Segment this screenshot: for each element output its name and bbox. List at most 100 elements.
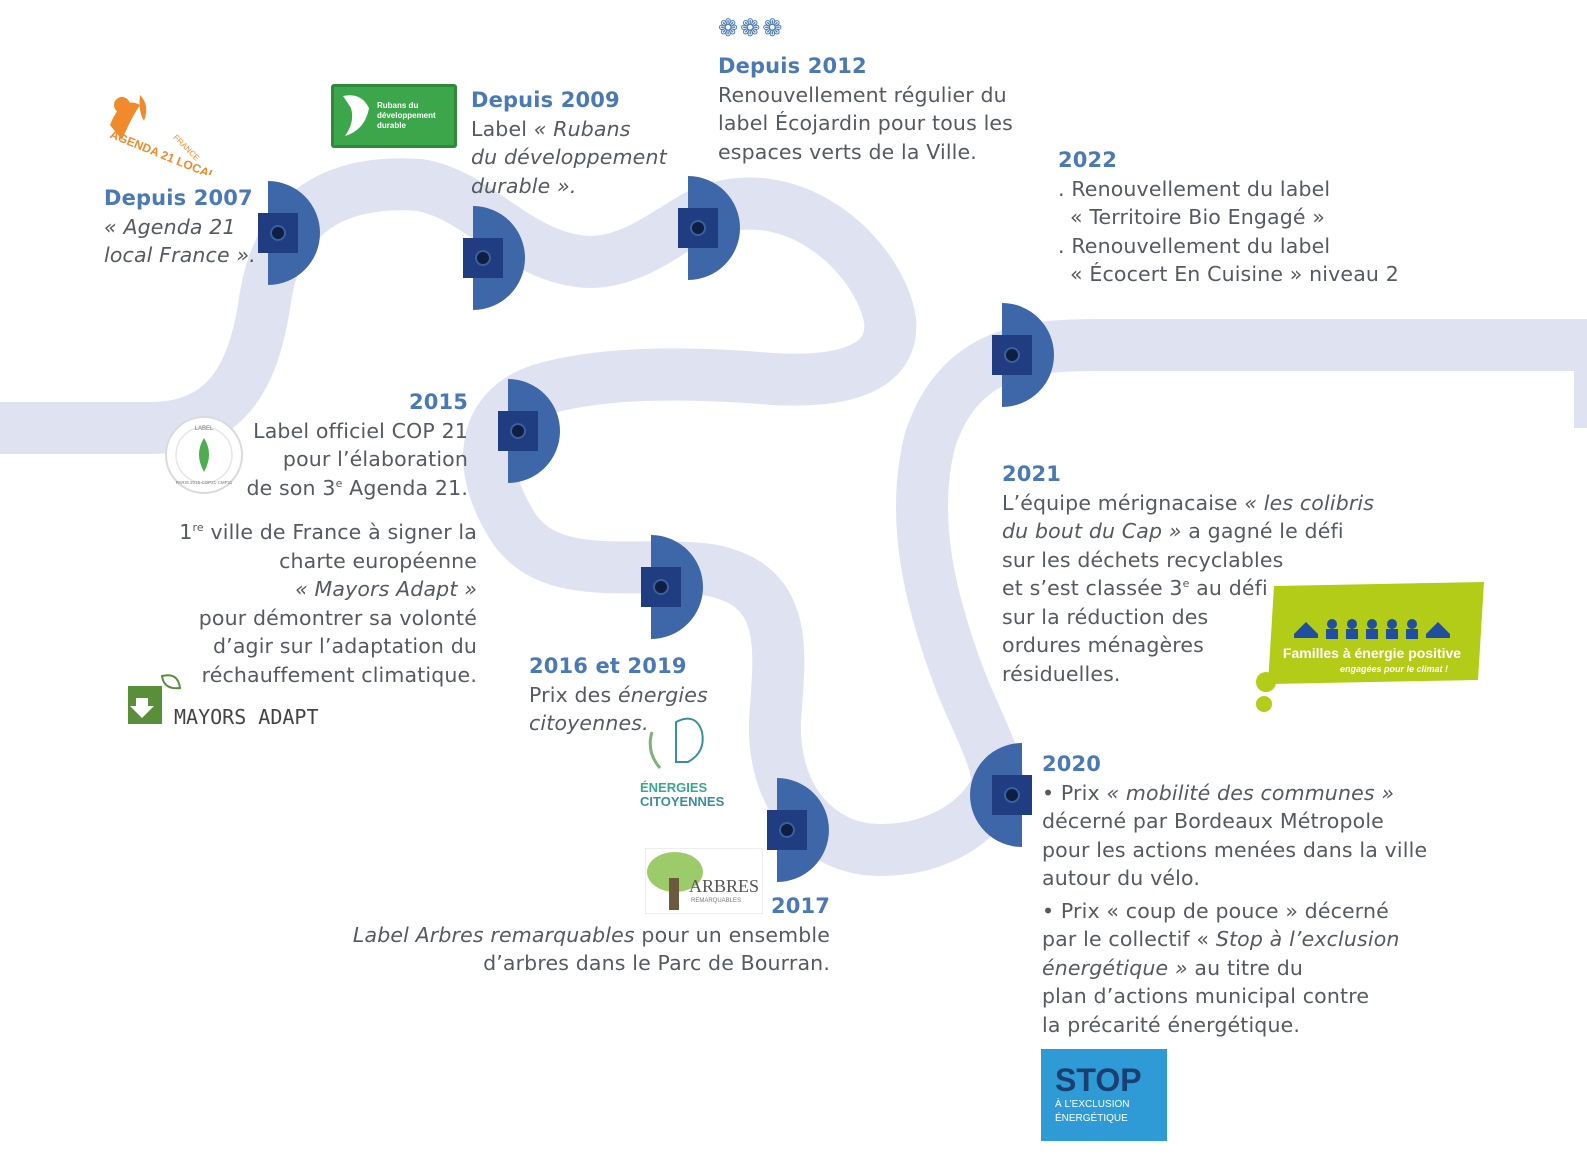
milestone-year: 2020 <box>1042 752 1102 776</box>
milestone-line: label Écojardin pour tous les <box>718 111 1014 135</box>
milestone-line: « Mayors Adapt » <box>130 575 477 604</box>
marker-dot <box>510 423 526 439</box>
milestone-line: Label officiel COP 21 <box>253 418 468 443</box>
svg-text:REMARQUABLES: REMARQUABLES <box>691 898 741 904</box>
milestone-line: pour les actions menées dans la ville <box>1042 837 1428 862</box>
marker-dot <box>779 822 795 838</box>
milestone-year: Depuis 2007 <box>104 186 253 210</box>
svg-text:CITOYENNES: CITOYENNES <box>640 794 725 808</box>
text: L’équipe mérignacaise <box>1002 490 1245 515</box>
milestone-line: énergétique » au titre du <box>1042 954 1427 983</box>
text: par le collectif « <box>1042 927 1216 951</box>
milestone-line: citoyennes. <box>529 709 708 738</box>
milestone-line: . Renouvellement du label <box>1058 233 1331 258</box>
superscript: e <box>335 476 343 490</box>
milestone-line: du développement <box>471 143 667 172</box>
milestone-2017: 2017 Label Arbres remarquables pour un e… <box>330 892 830 978</box>
milestone-year: 2016 et 2019 <box>529 654 687 678</box>
milestone-line: par le collectif « Stop à l’exclusion <box>1042 925 1427 954</box>
milestone-2015: 2015 Label officiel COP 21 pour l’élabor… <box>220 388 468 502</box>
milestone-2009: Depuis 2009 Label « Rubans du développem… <box>471 86 667 200</box>
milestone-year: 2021 <box>1002 462 1062 486</box>
svg-text:engagées pour le climat !: engagées pour le climat ! <box>1340 664 1448 674</box>
svg-text:PARIS 2015 COP21·CMP11: PARIS 2015 COP21·CMP11 <box>176 480 233 485</box>
italic-text: durable ». <box>471 173 577 198</box>
marker-dot <box>1004 787 1020 803</box>
italic-text: « Mayors Adapt » <box>295 577 477 601</box>
svg-text:Familles à énergie positive: Familles à énergie positive <box>1283 645 1461 661</box>
milestone-2022: 2022 . Renouvellement du label « Territo… <box>1058 146 1399 289</box>
svg-text:développement: développement <box>377 111 436 120</box>
milestone-line: « Agenda 21 <box>104 213 256 242</box>
italic-text: du développement <box>471 145 667 169</box>
milestone-line: de son 3e Agenda 21. <box>220 474 468 503</box>
milestone-line: charte européenne <box>279 548 477 573</box>
milestone-line: « Écocert En Cuisine » niveau 2 <box>1070 262 1399 286</box>
text: ville de France à signer la <box>203 520 477 544</box>
milestone-line: plan d’actions municipal contre <box>1042 984 1370 1008</box>
text: a gagné le défi <box>1181 519 1344 543</box>
svg-text:À L’EXCLUSION: À L’EXCLUSION <box>1055 1097 1129 1110</box>
svg-text:ÉNERGIES: ÉNERGIES <box>640 780 708 795</box>
marker-2017 <box>767 778 829 882</box>
milestone-year: 2017 <box>770 894 830 918</box>
cop21-logo: LABEL PARIS 2015 COP21·CMP11 <box>165 416 243 494</box>
milestone-line: durable ». <box>471 172 667 201</box>
milestone-line: pour l’élaboration <box>282 447 468 471</box>
milestone-2021: 2021 L’équipe mérignacaise « les colibri… <box>1002 460 1374 688</box>
milestone-year: Depuis 2012 <box>718 54 867 78</box>
milestone-line: Renouvellement régulier du <box>718 82 1007 107</box>
milestone-line: local France ». <box>104 241 256 270</box>
milestone-line: sur les déchets recyclables <box>1002 547 1284 572</box>
energies-citoyennes-logo: ÉNERGIES CITOYENNES <box>640 717 725 808</box>
italic-text: Label Arbres remarquables <box>352 922 635 947</box>
milestone-line: • Prix « mobilité des communes » <box>1042 779 1427 808</box>
marker-2007 <box>258 181 320 285</box>
milestone-line: d’agir sur l’adaptation du <box>212 634 477 658</box>
svg-text:MAYORS ADAPT: MAYORS ADAPT <box>174 705 319 729</box>
text: Label <box>471 116 534 141</box>
milestone-line: autour du vélo. <box>1042 866 1200 890</box>
rubans-logo: Rubans du développement durable <box>331 84 457 148</box>
text: Agenda 21. <box>342 475 468 500</box>
text: au défi <box>1189 576 1268 600</box>
milestone-line: . Renouvellement du label <box>1058 176 1331 201</box>
marker-dot <box>1004 347 1020 363</box>
marker-dot <box>690 220 706 236</box>
text: • Prix <box>1042 780 1107 805</box>
superscript: re <box>192 521 204 535</box>
milestone-line: décerné par Bordeaux Métropole <box>1042 809 1384 833</box>
milestone-line: ordures ménagères <box>1002 633 1204 657</box>
flower-decoration: ❁❁❁ <box>718 14 785 42</box>
italic-text: « mobilité des communes » <box>1106 780 1395 805</box>
marker-2012 <box>678 176 740 280</box>
milestone-line: la précarité énergétique. <box>1042 1012 1301 1037</box>
milestone-line: du bout du Cap » a gagné le défi <box>1002 517 1374 546</box>
italic-text: citoyennes. <box>529 711 649 735</box>
text: au titre du <box>1187 955 1304 980</box>
milestone-line: • Prix « coup de pouce » décerné <box>1042 898 1389 923</box>
marker-2020 <box>970 743 1032 847</box>
milestone-line: 1re ville de France à signer la <box>130 518 477 547</box>
italic-text: « les colibris <box>1244 490 1375 515</box>
superscript: e <box>1182 577 1190 591</box>
italic-text: « Rubans <box>533 116 631 141</box>
italic-text: énergétique » <box>1042 955 1188 980</box>
marker-dot <box>270 225 286 241</box>
milestone-line: sur la réduction des <box>1002 604 1209 629</box>
mayors-adapt-logo: MAYORS ADAPT <box>128 674 319 729</box>
milestone-line: réchauffement climatique. <box>201 662 477 687</box>
italic-text: du bout du Cap » <box>1002 519 1182 543</box>
milestone-2016-2019: 2016 et 2019 Prix des énergies citoyenne… <box>529 652 708 738</box>
italic-text: Stop à l’exclusion <box>1215 927 1400 951</box>
milestone-year: 2022 <box>1058 148 1118 172</box>
svg-text:STOP: STOP <box>1055 1062 1142 1098</box>
milestone-line: résiduelles. <box>1002 661 1121 686</box>
familles-energie-positive-logo: Familles à énergie positive engagées pou… <box>1256 582 1484 712</box>
milestone-line: Label « Rubans <box>471 115 667 144</box>
text: Prix des <box>529 682 618 707</box>
italic-text: énergies <box>617 682 708 707</box>
stop-exclusion-logo: STOP À L’EXCLUSION ÉNERGÉTIQUE <box>1041 1049 1167 1141</box>
svg-text:Rubans du: Rubans du <box>377 101 418 110</box>
